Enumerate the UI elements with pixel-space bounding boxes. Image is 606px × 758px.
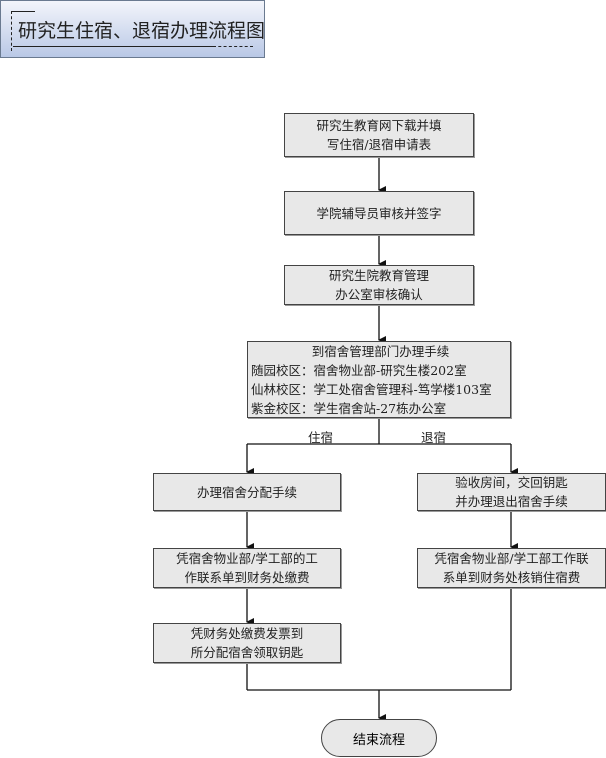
- step-text: 研究生院教育管理: [328, 268, 429, 283]
- step-assign-dorm: 办理宿舍分配手续: [153, 473, 341, 511]
- step-text: 学院辅导员审核并签字: [316, 205, 442, 221]
- step-settle-fee: 凭宿舍物业部/学工部工作联 系单到财务处核销住宿费: [417, 548, 606, 588]
- step-dorm-office: 到宿舍管理部门办理手续 随园校区：宿舍物业部-研究生楼202室 仙林校区：学工处…: [247, 341, 511, 418]
- title-banner: 研究生住宿、退宿办理流程图: [0, 0, 265, 58]
- step-text: 办理宿舍分配手续: [196, 484, 297, 500]
- branch-label-checkin: 住宿: [308, 430, 334, 445]
- page-title: 研究生住宿、退宿办理流程图: [18, 20, 266, 42]
- step-text: 系单到财务处核销住宿费: [442, 570, 581, 585]
- campus-line: 仙林校区：学工处宿舍管理科-笃学楼103室: [251, 381, 492, 397]
- step-text: 办公室审核确认: [335, 287, 423, 302]
- step-text: 写住宿/退宿申请表: [326, 137, 432, 152]
- step-counselor-review: 学院辅导员审核并签字: [284, 191, 474, 235]
- step-text: 所分配宿舍领取钥匙: [190, 645, 304, 660]
- end-terminal: 结束流程: [321, 719, 437, 757]
- campus-line: 紫金校区：学生宿舍站-27栋办公室: [251, 400, 447, 416]
- step-pay-fee: 凭宿舍物业部/学工部的工 作联系单到财务处缴费: [153, 548, 341, 588]
- step-heading: 到宿舍管理部门办理手续: [311, 343, 450, 359]
- step-office-confirm: 研究生院教育管理 办公室审核确认: [284, 265, 474, 305]
- step-text: 验收房间，交回钥匙: [455, 475, 568, 490]
- step-text: 凭宿舍物业部/学工部的工: [176, 551, 318, 566]
- step-text: 凭宿舍物业部/学工部工作联: [434, 551, 589, 566]
- step-get-key: 凭财务处缴费发票到 所分配宿舍领取钥匙: [153, 623, 341, 663]
- branch-label-checkout: 退宿: [421, 430, 447, 445]
- step-return-key: 验收房间，交回钥匙 并办理退出宿舍手续: [417, 473, 606, 511]
- step-text: 作联系单到财务处缴费: [184, 570, 310, 585]
- step-text: 研究生教育网下载并填: [316, 118, 442, 133]
- step-download-form: 研究生教育网下载并填 写住宿/退宿申请表: [284, 113, 474, 157]
- step-text: 并办理退出宿舍手续: [455, 494, 568, 509]
- campus-line: 随园校区：宿舍物业部-研究生楼202室: [251, 362, 467, 378]
- step-text: 凭财务处缴费发票到: [190, 626, 304, 641]
